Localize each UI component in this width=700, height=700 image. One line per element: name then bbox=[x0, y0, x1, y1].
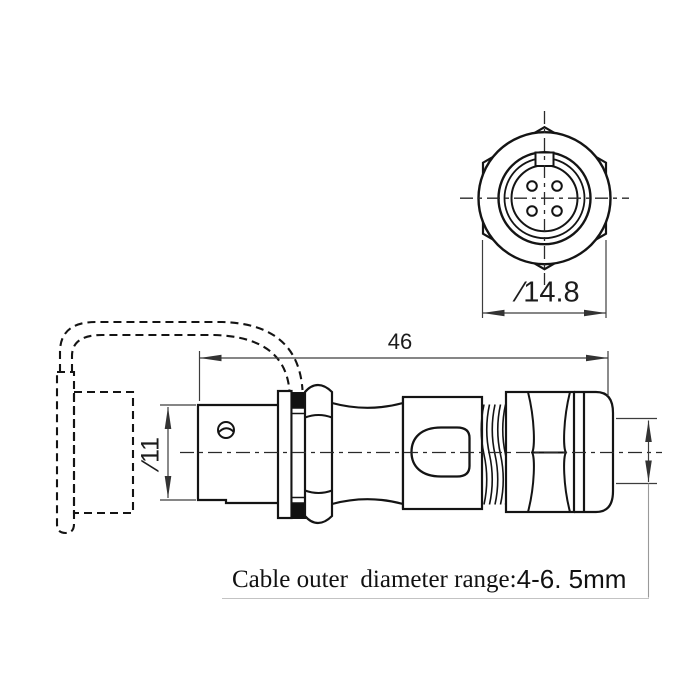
set-screw-slot bbox=[217, 427, 235, 434]
length-dimension-label: 46 bbox=[387, 329, 413, 354]
cable-range-caption-value: 4-6. 5mm bbox=[516, 564, 627, 594]
dimension-lines bbox=[160, 240, 657, 598]
arrowhead bbox=[584, 309, 606, 317]
pin-hole bbox=[551, 180, 563, 192]
cap-skirt-outline bbox=[72, 390, 135, 515]
panel-nut-facet-top bbox=[304, 414, 333, 419]
seal-column bbox=[290, 392, 306, 519]
arrowhead bbox=[645, 460, 652, 482]
arrowhead bbox=[199, 354, 222, 362]
barrel-diameter-dimension-label: ∕11 bbox=[136, 436, 165, 468]
dust-cap bbox=[55, 320, 304, 535]
pin-hole bbox=[551, 205, 563, 217]
pin-hole bbox=[526, 180, 538, 192]
seal-band-top bbox=[291, 393, 305, 408]
arrowhead bbox=[164, 407, 172, 429]
lanyard-inner bbox=[70, 333, 291, 393]
side-view bbox=[180, 383, 662, 525]
panel-nut-outline bbox=[303, 383, 334, 525]
arrowhead bbox=[482, 309, 505, 317]
front-diameter-dimension-label: ∕14.8 bbox=[518, 276, 580, 309]
seal-band-bottom bbox=[291, 503, 305, 518]
cable-range-caption: Cable outer diameter range:4-6. 5mm bbox=[222, 561, 649, 599]
arrowhead bbox=[164, 476, 172, 498]
flange bbox=[276, 389, 293, 520]
cap-body-outline bbox=[55, 370, 76, 535]
pin-hole bbox=[526, 205, 538, 217]
thread-lines bbox=[480, 404, 510, 505]
cable-range-caption-text: Cable outer diameter range: bbox=[232, 565, 517, 593]
set-screw-hole bbox=[217, 421, 235, 439]
arrowhead bbox=[645, 420, 652, 442]
panel-nut-facet-bottom bbox=[304, 489, 333, 494]
barrel-outline bbox=[196, 403, 278, 505]
arrowhead bbox=[586, 354, 608, 362]
seal-groove-lines bbox=[291, 407, 305, 504]
front-view bbox=[460, 111, 629, 285]
lanyard-outer bbox=[58, 320, 304, 391]
